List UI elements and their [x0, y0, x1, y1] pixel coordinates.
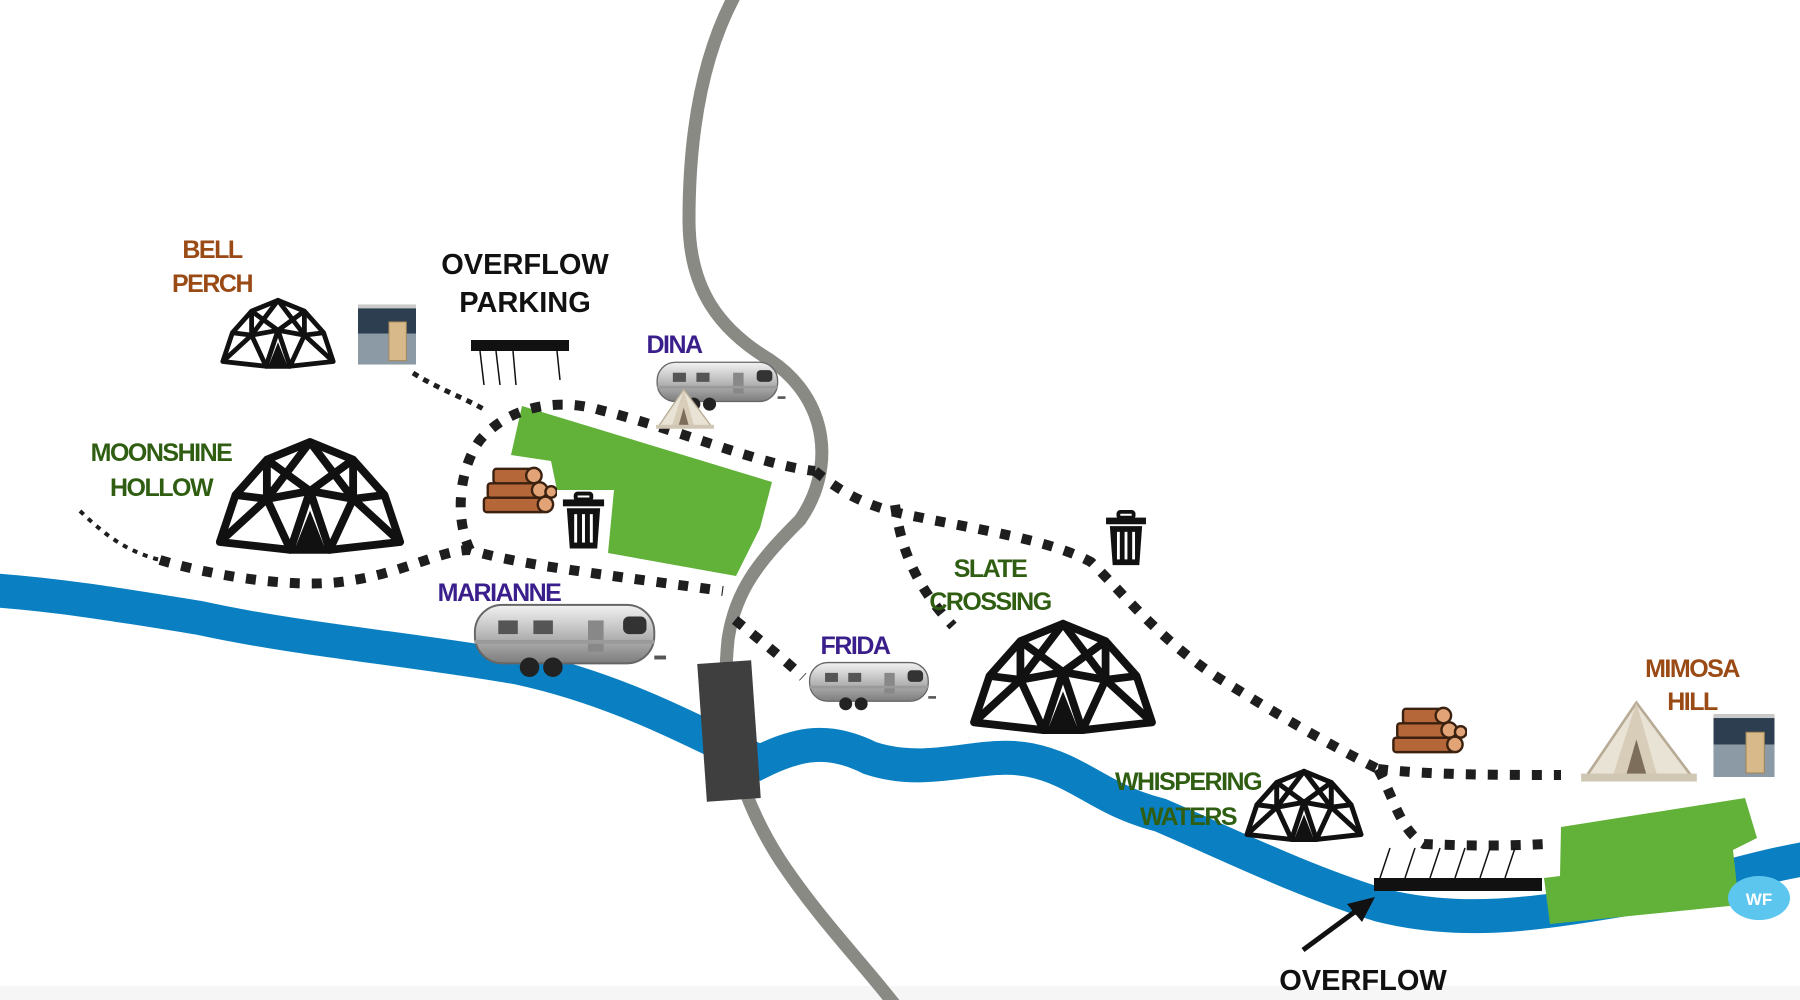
dome-icon-moonshine-hollow[interactable]	[220, 442, 400, 550]
river	[0, 573, 1800, 934]
site-label-dina: DINA	[646, 331, 703, 359]
site-label-bell-perch: BELL	[182, 236, 243, 264]
cabin-icon-bell-perch	[358, 304, 416, 365]
site-label-moonshine-hollow: MOONSHINE	[91, 439, 233, 467]
overflow-label: OVERFLOW	[1279, 965, 1447, 997]
site-label-mimosa-hill: MIMOSA	[1645, 655, 1740, 683]
overflow-parking-label: OVERFLOW	[441, 249, 609, 281]
parking-lot-main	[511, 406, 772, 576]
airstream-icon-frida[interactable]	[808, 661, 936, 711]
cabin-icon-mimosa-hill	[1713, 714, 1775, 777]
dome-icon-whispering-waters[interactable]	[1247, 771, 1361, 839]
site-label-slate-crossing: SLATE	[954, 555, 1027, 583]
site-label-whispering-waters: WHISPERING	[1115, 768, 1261, 796]
parking-lot-overflow	[1544, 798, 1757, 924]
trails	[78, 370, 1562, 851]
wf-badge[interactable]: WF	[1728, 876, 1790, 920]
wf-label: WF	[1746, 890, 1772, 909]
firewood-icon	[482, 466, 557, 514]
road	[682, 0, 900, 1000]
dome-icon-slate-crossing[interactable]	[974, 624, 1152, 730]
site-label-slate-crossing: CROSSING	[929, 588, 1050, 616]
site-label-frida: FRIDA	[821, 632, 891, 660]
site-label-marianne: MARIANNE	[438, 579, 562, 607]
bridge	[697, 660, 761, 802]
site-label-mimosa-hill: HILL	[1667, 688, 1718, 716]
site-label-whispering-waters: WATERS	[1140, 803, 1237, 831]
parking-bar-overflow	[1374, 847, 1542, 891]
bottom-band	[0, 986, 1800, 1000]
dome-icon-bell-perch[interactable]	[223, 300, 333, 366]
parking-bar-top	[471, 340, 569, 386]
trash-icon	[560, 491, 607, 551]
site-label-bell-perch: PERCH	[172, 270, 252, 298]
overflow-parking-label: PARKING	[459, 287, 591, 319]
firewood-icon	[1392, 706, 1467, 754]
trash-icon	[1104, 510, 1148, 567]
site-label-moonshine-hollow: HOLLOW	[110, 474, 214, 502]
arrow-icon	[1301, 897, 1375, 953]
